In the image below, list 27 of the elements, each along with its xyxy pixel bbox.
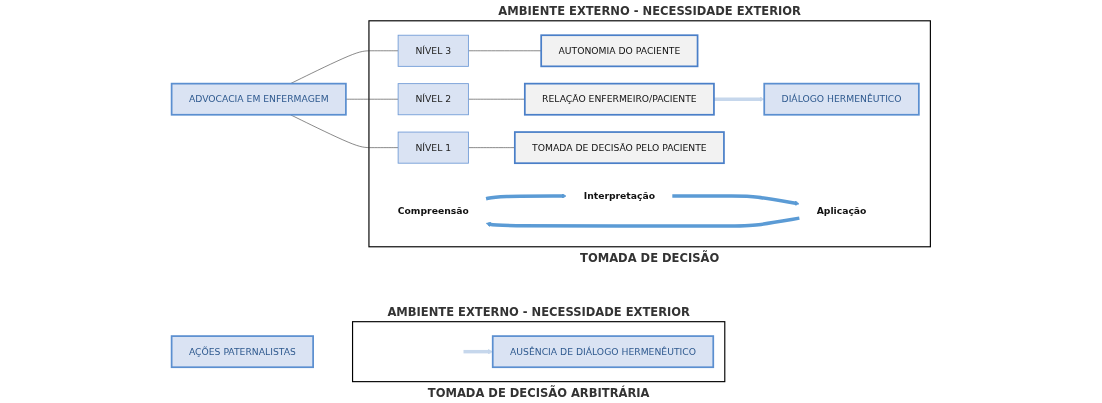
arrow xyxy=(463,348,493,354)
node-box: AUSÊNCIA DE DIÁLOGO HERMENÊUTICO xyxy=(491,334,715,368)
frame-caption: TOMADA DE DECISÃO xyxy=(580,250,720,265)
cluster xyxy=(368,19,931,247)
frame-heading: AMBIENTE EXTERNO - NECESSIDADE EXTERIOR xyxy=(387,304,690,319)
connector xyxy=(290,113,399,148)
node-box: AÇÕES PATERNALISTAS xyxy=(170,334,314,368)
node-box: NÍVEL 1 xyxy=(397,131,469,164)
node-box: RELAÇÃO ENFERMEIRO/PACIENTE xyxy=(523,82,715,116)
node-box: NÍVEL 2 xyxy=(397,82,469,115)
arrow xyxy=(713,96,765,102)
connector xyxy=(290,50,399,84)
node-text: Compreensão xyxy=(397,204,469,216)
node-text: Interpretação xyxy=(583,189,656,201)
node-box: AUTONOMIA DO PACIENTE xyxy=(540,33,699,67)
arrow xyxy=(485,193,567,200)
arrow xyxy=(485,215,800,228)
connector xyxy=(345,98,399,99)
node-text: Aplicação xyxy=(816,204,867,216)
cluster xyxy=(352,320,726,382)
arrow xyxy=(672,193,800,206)
node-box: DIÁLOGO HERMENÊUTICO xyxy=(763,82,920,116)
node-box: ADVOCACIA EM ENFERMAGEM xyxy=(170,82,347,116)
node-box: NÍVEL 3 xyxy=(397,34,469,67)
node-box: TOMADA DE DECISÃO PELO PACIENTE xyxy=(513,130,725,164)
frame-caption: TOMADA DE DECISÃO ARBITRÁRIA xyxy=(427,385,650,400)
frame-heading: AMBIENTE EXTERNO - NECESSIDADE EXTERIOR xyxy=(498,3,801,18)
